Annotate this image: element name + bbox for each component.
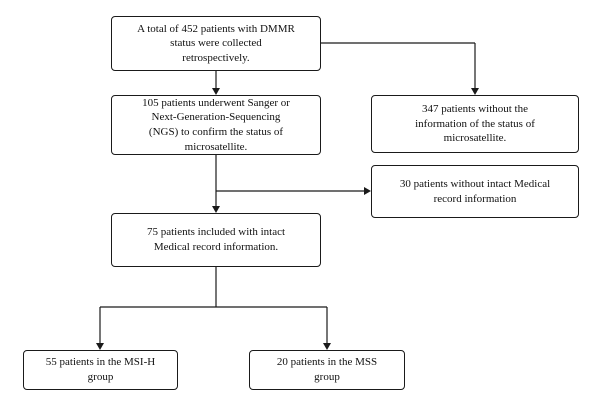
box-included-patients: 75 patients included with intact Medical… bbox=[111, 213, 321, 267]
box-sequenced-patients: 105 patients underwent Sanger or Next-Ge… bbox=[111, 95, 321, 155]
arrowhead-to-mss bbox=[323, 343, 331, 350]
arrowhead-to-no-record bbox=[364, 187, 371, 195]
arrowhead-to-excluded-msi bbox=[471, 88, 479, 95]
box-msi-h-group: 55 patients in the MSI-H group bbox=[23, 350, 178, 390]
box-excluded-no-msi-info: 347 patients without the information of … bbox=[371, 95, 579, 153]
arrowhead-to-msi-h bbox=[96, 343, 104, 350]
arrowhead-to-sequenced bbox=[212, 88, 220, 95]
box-excluded-no-record: 30 patients without intact Medical recor… bbox=[371, 165, 579, 218]
box-mss-group: 20 patients in the MSS group bbox=[249, 350, 405, 390]
box-total-patients: A total of 452 patients with DMMR status… bbox=[111, 16, 321, 71]
arrowhead-to-included bbox=[212, 206, 220, 213]
